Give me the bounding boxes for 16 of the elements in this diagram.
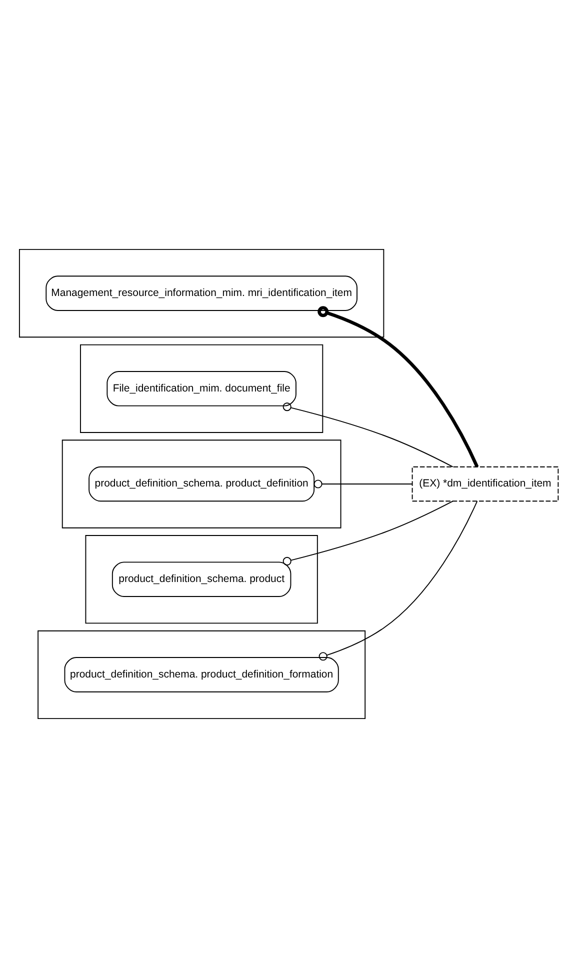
node-box: product_definition_schema. product_definition_formation [64, 656, 339, 692]
node-box: Management_resource_information_mim. mri_identification_item [46, 275, 358, 310]
connector [282, 402, 454, 467]
node-box: File_identification_mim. document_file [106, 370, 296, 406]
cluster [18, 248, 384, 338]
node-box: product_definition_schema. product_definition [88, 466, 315, 502]
connector [314, 479, 413, 488]
connector [318, 306, 479, 467]
cluster [38, 630, 366, 719]
connector [282, 500, 454, 565]
cluster [62, 439, 342, 528]
cluster [85, 534, 318, 624]
node-box: product_definition_schema. product [112, 561, 292, 596]
node-box: (EX) *dm_identification_item [412, 466, 559, 502]
connector [318, 500, 478, 660]
cluster [80, 344, 324, 432]
